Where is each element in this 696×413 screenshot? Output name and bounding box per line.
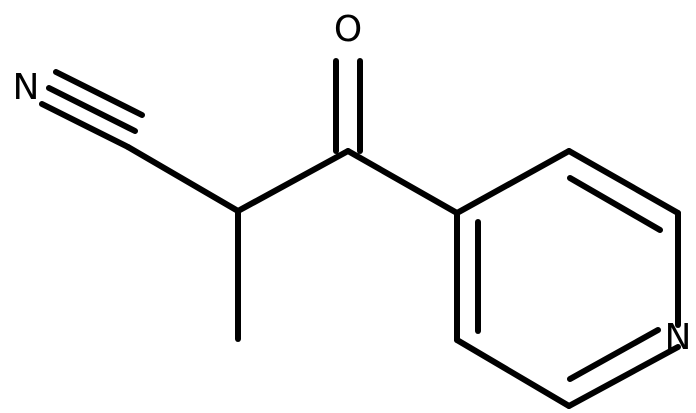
- nitrile-nitrogen-label: N: [13, 67, 40, 108]
- carbonyl-to-pyridine-bond: [345, 148, 460, 216]
- pyridine-inner-double-bond-3: [567, 327, 661, 382]
- pyridine-bond-2: [566, 148, 681, 216]
- bond-layer: [39, 58, 681, 409]
- pyridine-bond-5: [454, 337, 572, 409]
- pyridine-bond-4: [566, 344, 681, 409]
- nitrile-triple-bond-line-1: [39, 101, 131, 150]
- atom-label-layer: N O N: [13, 9, 692, 358]
- nitrile-triple-bond-line-2: [46, 85, 138, 134]
- alpha-carbon-to-carbonyl-carbon-bond: [235, 148, 351, 214]
- carbonyl-oxygen-label: O: [334, 9, 362, 50]
- nitrile-triple-bond-line-3: [53, 69, 145, 118]
- pyridine-inner-double-bond-2: [567, 175, 663, 233]
- nitrile-carbon-to-alpha-carbon-bond: [125, 144, 241, 214]
- pyridine-bond-1: [454, 148, 572, 216]
- pyridine-nitrogen-label: N: [665, 317, 692, 358]
